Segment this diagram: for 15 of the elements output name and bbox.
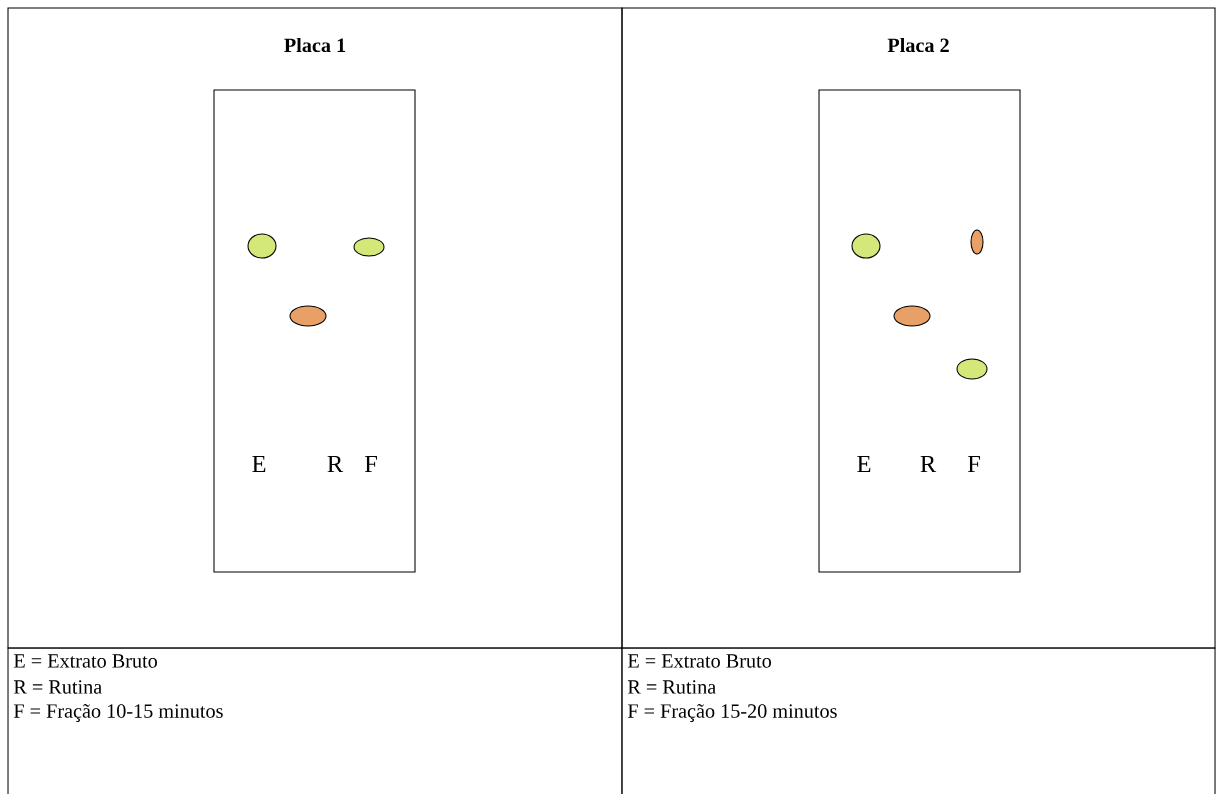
lane-label: F (967, 455, 980, 473)
spot (851, 233, 881, 259)
spot (970, 229, 984, 255)
lane-label: R (920, 455, 937, 473)
spot (247, 233, 277, 259)
lane-label: E (857, 455, 871, 473)
spot (956, 358, 988, 380)
lane-label: E (252, 455, 266, 473)
spot (353, 237, 385, 257)
table-cell: E = Extrato Bruto R = Rutina F = Fração 10-15 minutos (7, 647, 623, 794)
spot (289, 305, 327, 327)
lane-label: R (327, 455, 344, 473)
lane-label: F (364, 455, 377, 473)
table-cell: E = Extrato Bruto R = Rutina F = Fração 15-20 minutos (621, 647, 1216, 794)
spot (893, 305, 931, 327)
